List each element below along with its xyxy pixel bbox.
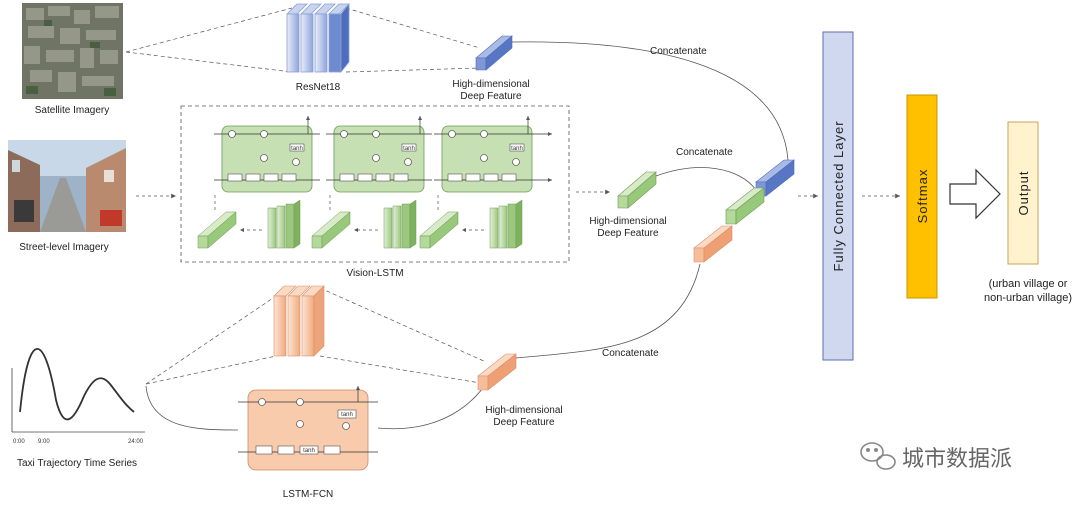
concat-label-top: Concatenate (650, 46, 707, 57)
concat-curve-mid (655, 167, 757, 191)
top-feature-bar (475, 35, 513, 71)
output-layer (1007, 121, 1039, 265)
taxi-label: Taxi Trajectory Time Series (17, 458, 137, 469)
mid-feature-line1: High-dimensional (589, 216, 666, 227)
output-note-line2: non-urban village) (984, 292, 1072, 304)
vision-lstm-label: Vision-LSTM (346, 268, 403, 279)
street-image (8, 140, 126, 232)
lstm-fcn-cell (238, 386, 378, 471)
softmax-layer (906, 94, 938, 299)
concat-label-mid: Concatenate (676, 147, 733, 158)
cell1-tanh: tanh (291, 146, 303, 152)
fc-layer-label: Fully Connected Layer (831, 120, 846, 271)
cell2-tanh: tanh (403, 146, 415, 152)
concatenated-feature-bars (693, 159, 795, 263)
tick-0000: 0:00 (13, 439, 25, 445)
output-label: Output (1016, 170, 1031, 215)
fcn-cell-tanh-2: tanh (303, 448, 315, 454)
lstm-fcn-label: LSTM-FCN (283, 489, 334, 500)
cell-to-feature-curve (377, 383, 487, 430)
vision-inner-arrows (214, 194, 484, 233)
concat-curve-top (511, 41, 789, 161)
mid-feature-bar (617, 171, 657, 209)
watermark-text: 城市数据派 (902, 447, 1012, 472)
tick-0900: 9:00 (38, 439, 50, 445)
taxi-to-cell-curve (145, 385, 239, 431)
lstm-fcn-conv-block (145, 285, 487, 385)
lstm-cell-1 (214, 116, 320, 193)
fcn-cell-tanh: tanh (341, 412, 353, 418)
output-block-arrow (949, 168, 1001, 220)
taxi-trajectory-plot (11, 348, 145, 433)
satellite-label: Satellite Imagery (35, 105, 109, 116)
fc-layer (822, 31, 854, 361)
top-feature-line2: Deep Feature (460, 91, 522, 102)
vision-feature-maps (197, 199, 523, 249)
resnet-block (125, 2, 481, 74)
lstm-cell-2 (326, 116, 432, 193)
resnet-label: ResNet18 (296, 82, 341, 93)
concat-label-bottom: Concatenate (602, 348, 659, 359)
vision-lstm-box (180, 105, 570, 263)
bottom-feature-line1: High-dimensional (485, 405, 562, 416)
bottom-feature-bar (477, 353, 517, 391)
top-feature-line1: High-dimensional (452, 79, 529, 90)
satellite-image (22, 3, 123, 99)
wechat-icon (860, 442, 896, 470)
concat-curve-bottom (515, 263, 701, 359)
softmax-label: Softmax (915, 169, 930, 224)
bottom-feature-line2: Deep Feature (493, 417, 555, 428)
cell3-tanh: tanh (511, 146, 523, 152)
output-note-line1: (urban village or (989, 278, 1068, 290)
tick-2400: 24:00 (128, 439, 144, 445)
mid-feature-line2: Deep Feature (597, 228, 659, 239)
lstm-cell-3 (434, 116, 552, 193)
street-label: Street-level Imagery (19, 242, 108, 253)
